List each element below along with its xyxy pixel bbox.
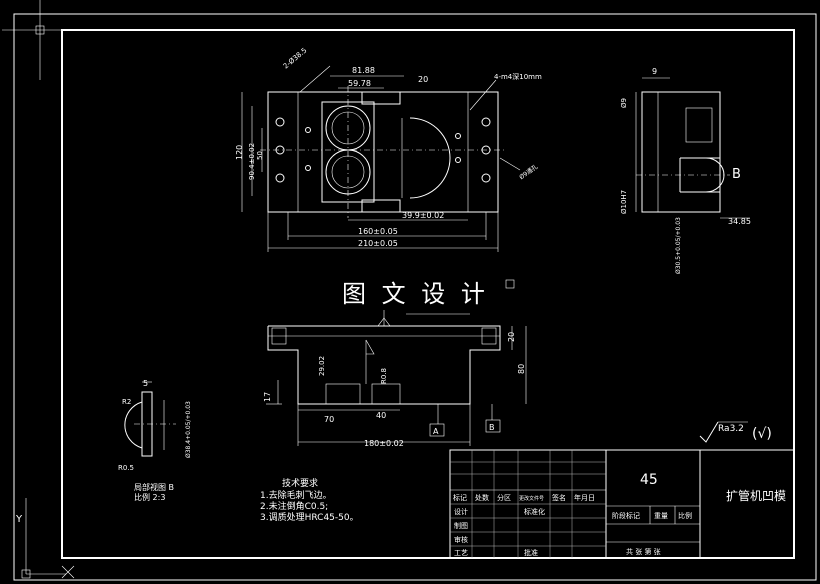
- watermark-text: 图 文 设 计: [342, 280, 489, 308]
- detail-view-b: [124, 381, 176, 457]
- tb-weight: 重量: [654, 512, 668, 520]
- dim-front-80: 80: [517, 364, 526, 374]
- tech-item-3: 3.调质处理HRC45-50。: [260, 511, 359, 523]
- roughness-check: (√): [752, 426, 772, 442]
- tb-zone: 分区: [497, 493, 511, 502]
- dim-front-r08: R0.8: [380, 368, 388, 384]
- side-view: [635, 77, 750, 219]
- dim-detail-5: 5: [143, 379, 148, 388]
- dim-front-20: 20: [507, 332, 516, 342]
- tb-date: 年月日: [574, 493, 595, 502]
- tb-stage: 阶段标记: [612, 511, 640, 520]
- dim-50: 50: [256, 151, 264, 160]
- tb-sheets: 共 张 第 张: [626, 547, 661, 556]
- dim-front-180: 180±0.02: [364, 439, 404, 448]
- dim-detail-phi: Ø38.4+0.05/+0.03: [185, 401, 192, 458]
- tb-sign: 签名: [552, 493, 566, 502]
- tb-count: 处数: [475, 493, 489, 502]
- tb-review: 审核: [454, 535, 468, 544]
- tech-item-1: 1.去除毛刺飞边。: [260, 489, 332, 501]
- crosshair-cursor-icon: [2, 0, 80, 80]
- dim-210: 210±0.05: [358, 239, 398, 248]
- dim-160: 160±0.05: [358, 227, 398, 236]
- top-view: [241, 65, 521, 252]
- front-view: [266, 310, 527, 446]
- dim-34-85: 34.85: [728, 217, 751, 226]
- tb-ratio: 比例: [678, 511, 692, 520]
- tb-change-doc: 更改文件号: [519, 495, 544, 502]
- tb-mark: 标记: [453, 493, 467, 502]
- title-block: [449, 449, 795, 559]
- dim-59-78: 59.78: [348, 79, 371, 88]
- dim-phi30: Ø30.5+0.05/+0.03: [675, 217, 682, 274]
- drawing-border: [61, 29, 795, 559]
- tech-item-2: 2.未注倒角C0.5;: [260, 500, 328, 512]
- dim-39-9: 39.9±0.02: [402, 211, 444, 220]
- holes-note: 4-m4深10mm: [494, 72, 542, 81]
- dim-120: 120: [235, 145, 244, 160]
- dim-81-88: 81.88: [352, 66, 375, 75]
- dim-front-40: 40: [376, 411, 386, 420]
- roughness-value: Ra3.2: [718, 424, 744, 434]
- material-45: 45: [640, 472, 658, 488]
- dim-front-29: 29.02: [318, 356, 326, 376]
- ucs-y-label: Y: [15, 514, 23, 525]
- detail-title: 局部视图 B: [134, 482, 174, 492]
- dim-detail-r05: R0.5: [118, 464, 134, 472]
- dim-front-17: 17: [263, 392, 272, 402]
- tb-draw: 制图: [454, 521, 468, 530]
- ucs-x-label: X: [64, 558, 69, 566]
- datum-a: A: [433, 427, 439, 436]
- dim-9: 9: [652, 67, 657, 76]
- dim-20-top: 20: [418, 75, 428, 84]
- tb-approve: 批准: [524, 548, 538, 557]
- dim-phi9: Ø9: [620, 98, 628, 108]
- radius-note: 2-Ø38.5: [282, 46, 309, 70]
- watermark-box-icon: [505, 279, 515, 289]
- ucs-axis-icon: [21, 498, 75, 579]
- tb-design: 设计: [454, 507, 468, 516]
- dim-90-4: 90.4±0.02: [248, 143, 256, 180]
- part-name: 扩管机凹模: [726, 488, 786, 503]
- tb-process: 工艺: [454, 549, 468, 557]
- datum-b: B: [489, 423, 495, 432]
- detail-scale: 比例 2:3: [134, 492, 165, 502]
- diag-note: Ø9通孔: [518, 163, 539, 181]
- dim-front-70: 70: [324, 415, 334, 424]
- tech-title: 技术要求: [282, 477, 318, 489]
- outer-frame: [13, 13, 817, 581]
- dim-detail-r2: R2: [122, 398, 131, 406]
- detail-marker-b: B: [732, 167, 741, 182]
- roughness-symbol-icon: [699, 421, 748, 443]
- dim-phi10: Ø10H7: [620, 190, 628, 214]
- tb-standardize: 标准化: [524, 507, 545, 516]
